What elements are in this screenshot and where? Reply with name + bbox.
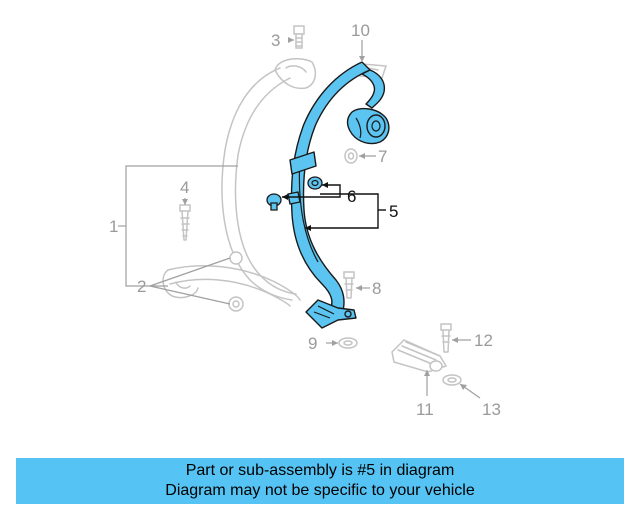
belt-retractor (346, 107, 390, 145)
part-1-guide-loop (274, 57, 317, 90)
callout-4: 4 (180, 178, 189, 197)
callout-8: 8 (372, 279, 381, 298)
callout-5[interactable]: 5 (389, 202, 398, 221)
parts-diagram: 1 2 3 4 5 6 7 8 9 10 11 12 13 (109, 21, 501, 419)
bolt-12 (440, 323, 452, 353)
ghost-parts (162, 25, 462, 386)
callout-7: 7 (378, 147, 387, 166)
callout-labels: 1 2 3 4 5 6 7 8 9 10 11 12 13 (109, 21, 501, 419)
belt-clip (287, 191, 301, 205)
leader-arrowheads (182, 37, 467, 390)
nut-7 (344, 148, 358, 164)
callout-6: 6 (347, 187, 356, 206)
bolt-3 (293, 25, 305, 49)
part-1-webbing-inner (234, 77, 297, 295)
part-info-banner: Part or sub-assembly is #5 in diagram Di… (16, 458, 624, 504)
bolt-8 (343, 271, 355, 299)
callout-13: 13 (482, 400, 501, 419)
leader-lines (118, 39, 481, 399)
callout-12: 12 (474, 331, 493, 350)
callout-3: 3 (271, 31, 280, 50)
belt-lower-anchor (305, 299, 357, 329)
callout-11: 11 (416, 400, 434, 419)
part-1-webbing (221, 67, 293, 301)
bolt-4 (179, 204, 191, 241)
dark-arrowheads (282, 182, 328, 231)
callout-10: 10 (351, 21, 370, 40)
callout-1: 1 (109, 217, 118, 236)
banner-line-2: Diagram may not be specific to your vehi… (165, 482, 475, 499)
part-6-fasteners (266, 176, 323, 211)
guide-loop-detail (285, 65, 307, 73)
belt-top-loop (361, 69, 386, 109)
callout-9: 9 (308, 334, 317, 353)
washer-9 (338, 337, 358, 349)
washer-13 (442, 374, 462, 386)
part-2-anchor (162, 251, 301, 312)
fastener-6b (266, 193, 282, 211)
callout-2: 2 (137, 277, 146, 296)
fastener-6a (307, 176, 323, 190)
part-11-buckle (391, 339, 448, 373)
belt-webbing (290, 61, 371, 315)
banner-line-1: Part or sub-assembly is #5 in diagram (185, 462, 455, 479)
belt-sleeve (289, 151, 317, 175)
part-5-seat-belt-assembly[interactable] (287, 61, 390, 329)
